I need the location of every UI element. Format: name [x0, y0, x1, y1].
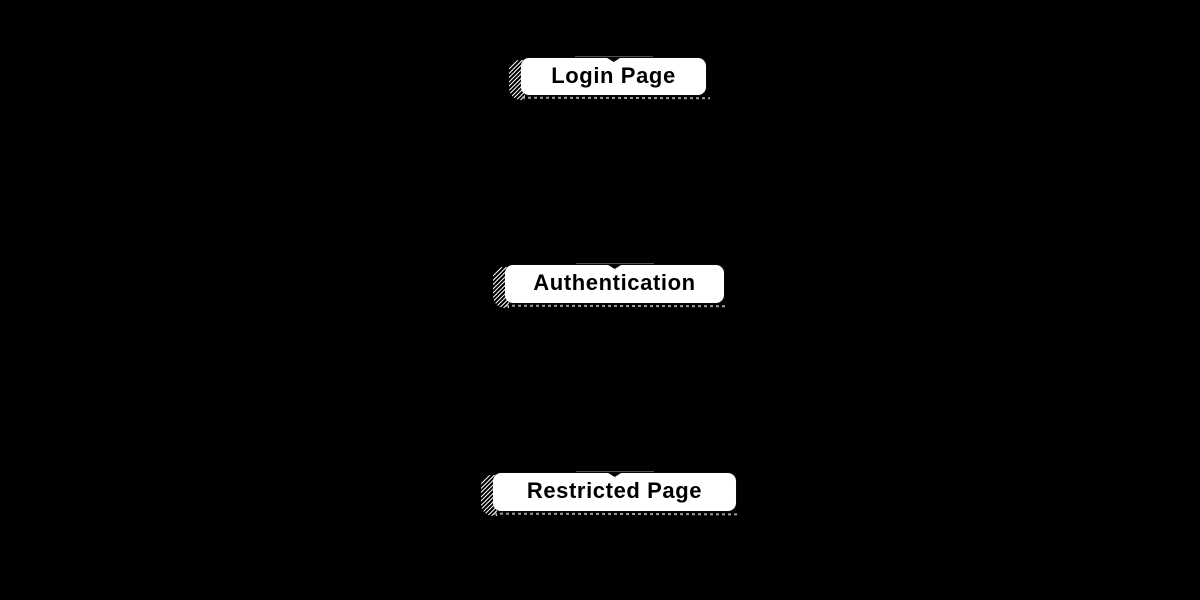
sketch-bottom-stroke: [521, 96, 711, 100]
arrowhead-notch: [606, 264, 623, 269]
sketch-hatch-shadow: [493, 267, 509, 308]
node-authentication: Authentication: [493, 263, 729, 308]
sketch-top-stroke: [575, 263, 654, 264]
node-label: Restricted Page: [526, 478, 703, 503]
sketch-top-stroke: [574, 56, 653, 57]
arrowhead-notch: [606, 472, 623, 477]
node-login-page: Login Page: [509, 56, 711, 100]
arrowhead-notch: [605, 57, 622, 62]
sketch-hatch-shadow: [481, 475, 497, 516]
sketch-hatch-shadow: [509, 60, 525, 100]
sketch-bottom-stroke: [493, 512, 741, 516]
sketch-top-stroke: [575, 471, 654, 472]
node-restricted-page: Restricted Page: [481, 471, 741, 516]
node-label: Authentication: [533, 270, 696, 295]
sketch-bottom-stroke: [505, 304, 729, 308]
node-label: Login Page: [551, 62, 676, 88]
